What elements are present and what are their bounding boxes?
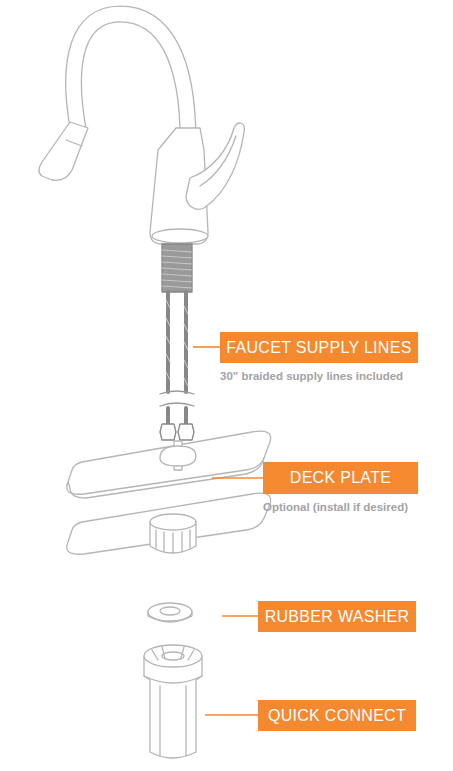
body-ring [152,229,208,243]
part-name: QUICK CONNECT [268,707,406,725]
quick-connect [144,656,202,758]
callout-box: QUICK CONNECT [258,700,416,731]
part-note: 30" braided supply lines included [220,369,453,383]
quick-connect-ribs [144,647,202,756]
nut-ribs [156,530,190,553]
washer-hole [160,607,180,615]
braid-pattern [166,300,188,386]
faucet-handle [186,123,244,209]
rubber-washer [148,603,192,621]
quick-connect-bore [162,652,184,660]
mounting-nut-top [150,514,196,530]
break-mark [160,391,194,406]
part-note: Optional (install if desired) [263,500,453,514]
part-name: DECK PLATE [290,469,391,487]
callout-box: DECK PLATEOptional (install if desired) [263,462,418,494]
part-name: RUBBER WASHER [265,608,410,626]
shank-threads [162,250,192,288]
hex-nut [160,424,176,440]
hex-nut [178,424,194,440]
deck-plate-hole [160,441,196,470]
sprayer-head [39,122,88,180]
part-name: FAUCET SUPPLY LINES [226,339,411,357]
sprayer-band [66,140,82,146]
spout-outline [74,14,188,140]
deck-gasket [67,493,271,554]
deck-plate [67,431,271,494]
spout-fill [74,14,188,140]
handle-line [200,136,236,186]
leader-line [222,615,258,617]
leader-line [193,346,220,348]
leader-line [205,714,258,716]
quick-connect-top [144,645,202,667]
threaded-shank [162,244,192,292]
washer-edge [148,612,192,622]
callout-box: FAUCET SUPPLY LINES30" braided supply li… [220,332,418,363]
leader-line [212,477,263,479]
callout-box: RUBBER WASHER [258,601,416,632]
